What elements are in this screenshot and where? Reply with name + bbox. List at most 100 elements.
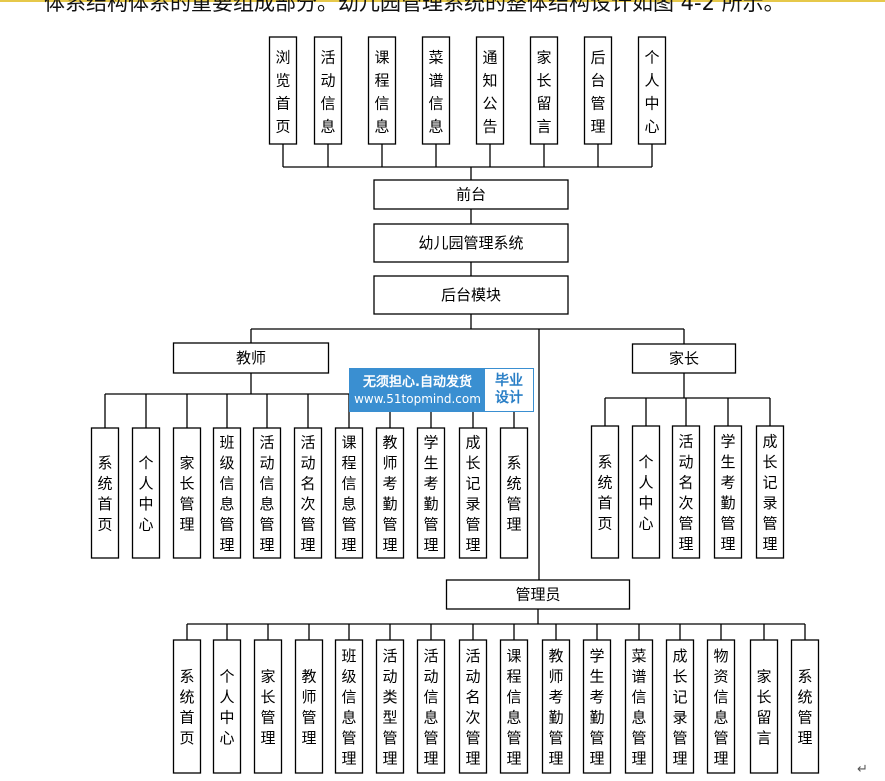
teacher-module-box: 个人中心 (131, 427, 161, 559)
teacher-module-box: 成长记录管理 (458, 427, 488, 559)
teacher-module-box: 教师考勤管理 (375, 427, 405, 559)
parent-box-frame (631, 343, 737, 374)
admin-module-box: 系统管理 (790, 639, 820, 774)
parent-module-box: 系统首页 (590, 425, 620, 559)
frontend-module-box: 活动信息 (313, 36, 343, 145)
front-box-frame (373, 179, 569, 210)
parent-module-box-frame (671, 425, 701, 559)
admin-box: 管理员 (445, 579, 631, 610)
admin-box-label: 管理员 (515, 586, 560, 604)
parent-module-box: 学生考勤管理 (713, 425, 743, 559)
watermark-badge: 无须担心.自动发货 www.51topmind.com 毕业 设计 (349, 368, 534, 412)
admin-module-box: 物资信息管理 (706, 639, 736, 774)
admin-module-box-frame (665, 639, 695, 774)
frontend-module-box: 浏览首页 (268, 36, 298, 145)
watermark-tag: 毕业 设计 (485, 369, 533, 411)
admin-module-box-label: 菜谱信息管理 (631, 647, 646, 768)
teacher-module-box-frame (334, 427, 364, 559)
parent-module-box-frame (713, 425, 743, 559)
admin-module-box-label: 系统首页 (179, 667, 194, 747)
admin-module-box-frame (294, 639, 324, 774)
frontend-module-box-frame (475, 36, 505, 145)
teacher-module-box-label: 家长管理 (179, 454, 194, 534)
admin-module-box-frame (253, 639, 283, 774)
admin-module-box: 活动类型管理 (375, 639, 405, 774)
parent-module-box-label: 个人中心 (638, 453, 653, 533)
admin-module-box-label: 物资信息管理 (713, 647, 728, 768)
admin-module-box-label: 班级信息管理 (341, 647, 356, 768)
frontend-module-box-label: 浏览首页 (275, 48, 290, 135)
paragraph-mark-icon: ↵ (857, 762, 868, 777)
admin-module-box-label: 个人中心 (219, 667, 234, 747)
admin-module-box: 学生考勤管理 (582, 639, 612, 774)
admin-module-box-frame (416, 639, 446, 774)
frontend-module-box-label: 菜谱信息 (428, 48, 443, 135)
teacher-module-box-frame (90, 427, 120, 559)
parent-module-box-label: 活动名次管理 (678, 432, 693, 553)
admin-module-box-frame (624, 639, 654, 774)
parent-box-label: 家长 (669, 350, 699, 368)
parent-module-box-label: 成长记录管理 (762, 432, 777, 553)
teacher-module-box-label: 课程信息管理 (341, 433, 356, 554)
frontend-module-box-frame (637, 36, 667, 145)
teacher-module-box-frame (458, 427, 488, 559)
admin-module-box: 课程信息管理 (499, 639, 529, 774)
parent-module-box: 活动名次管理 (671, 425, 701, 559)
teacher-module-box-label: 系统首页 (97, 454, 112, 534)
admin-module-box-frame (582, 639, 612, 774)
teacher-box-label: 教师 (236, 349, 266, 367)
parent-module-box-frame (590, 425, 620, 559)
front-box: 前台 (373, 179, 569, 210)
parent-module-box: 个人中心 (631, 425, 661, 559)
admin-module-box: 菜谱信息管理 (624, 639, 654, 774)
frontend-module-box-frame (421, 36, 451, 145)
teacher-module-box-label: 班级信息管理 (219, 433, 234, 554)
frontend-module-box: 个人中心 (637, 36, 667, 145)
admin-module-box-frame (499, 639, 529, 774)
teacher-module-box-frame (416, 427, 446, 559)
teacher-module-box-label: 学生考勤管理 (423, 433, 438, 554)
admin-module-box-frame (790, 639, 820, 774)
admin-module-box: 班级信息管理 (334, 639, 364, 774)
admin-module-box-frame (706, 639, 736, 774)
admin-module-box-label: 活动名次管理 (465, 647, 480, 768)
teacher-module-box-frame (293, 427, 323, 559)
frontend-module-box: 家长留言 (529, 36, 559, 145)
parent-module-box-label: 学生考勤管理 (720, 432, 735, 553)
admin-module-box: 活动名次管理 (458, 639, 488, 774)
system-box-label: 幼儿园管理系统 (418, 234, 523, 252)
admin-module-box-label: 活动类型管理 (382, 647, 397, 768)
admin-module-box-frame (334, 639, 364, 774)
admin-module-box: 系统首页 (172, 639, 202, 774)
frontend-module-box: 菜谱信息 (421, 36, 451, 145)
teacher-module-box: 系统管理 (499, 427, 529, 559)
frontend-module-box-label: 个人中心 (644, 48, 659, 135)
frontend-module-box-frame (313, 36, 343, 145)
parent-box: 家长 (631, 343, 737, 374)
admin-module-box-frame (172, 639, 202, 774)
backend-box: 后台模块 (373, 275, 569, 315)
teacher-module-box-label: 个人中心 (138, 454, 153, 534)
teacher-module-box-frame (212, 427, 242, 559)
teacher-module-box-frame (375, 427, 405, 559)
admin-module-box-frame (541, 639, 571, 774)
admin-module-box-frame (375, 639, 405, 774)
admin-module-box-label: 家长管理 (260, 667, 275, 747)
teacher-module-box: 家长管理 (172, 427, 202, 559)
backend-box-label: 后台模块 (441, 286, 501, 304)
teacher-box: 教师 (172, 342, 330, 374)
frontend-module-box: 课程信息 (367, 36, 397, 145)
system-box: 幼儿园管理系统 (373, 223, 569, 263)
teacher-module-box: 学生考勤管理 (416, 427, 446, 559)
teacher-module-box-frame (172, 427, 202, 559)
teacher-box-frame (172, 342, 330, 374)
frontend-module-box-frame (268, 36, 298, 145)
teacher-module-box-frame (131, 427, 161, 559)
system-box-frame (373, 223, 569, 263)
admin-module-box-label: 家长留言 (756, 667, 771, 747)
parent-module-box-frame (755, 425, 785, 559)
admin-module-box-label: 教师考勤管理 (548, 647, 563, 768)
parent-module-box-frame (631, 425, 661, 559)
front-box-label: 前台 (456, 186, 486, 204)
